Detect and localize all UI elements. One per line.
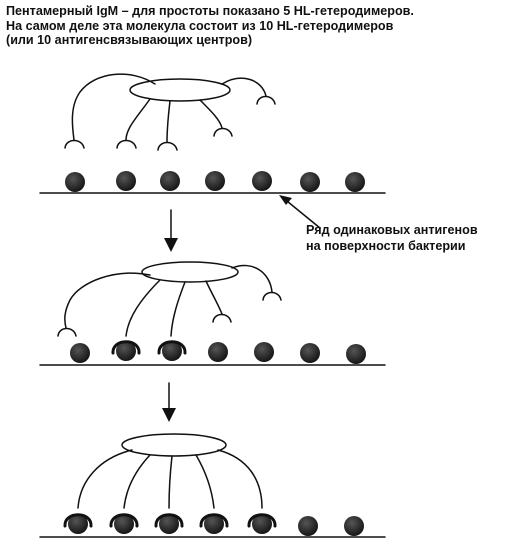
igm-j-ring — [121, 433, 227, 457]
arm-fork — [57, 327, 77, 337]
antigen — [160, 171, 180, 191]
antigen-bound — [114, 514, 134, 534]
antigen-row-2 — [39, 340, 386, 366]
antibody-clasp — [63, 513, 93, 528]
igm-arm — [64, 272, 151, 329]
callout-pointer — [279, 195, 321, 229]
antigen-bound — [159, 514, 179, 534]
caption-line-1: Пентамерный IgM – для простоты показано … — [6, 4, 414, 18]
antigen-row-3 — [39, 513, 386, 538]
arrow-down-icon — [162, 382, 176, 422]
igm-arm — [123, 454, 151, 509]
igm-arm — [231, 264, 273, 293]
diagram-caption: Пентамерный IgM – для простоты показано … — [6, 4, 502, 48]
callout-line-2: на поверхности бактерии — [306, 239, 466, 253]
arm-fork — [212, 313, 232, 323]
callout-line-1: Ряд одинаковых антигенов — [306, 223, 478, 237]
stage-fully-bound — [77, 433, 263, 509]
igm-arm — [199, 99, 223, 129]
antigen — [65, 172, 85, 192]
antigen-bound — [252, 514, 272, 534]
igm-arm — [195, 454, 215, 509]
igm-arm — [125, 279, 161, 337]
antigen-bound — [162, 341, 182, 361]
antigen — [344, 516, 364, 536]
stage-free-igm — [64, 73, 276, 151]
arm-fork — [64, 139, 85, 149]
antigen-bound — [204, 514, 224, 534]
antibody-clasp — [199, 513, 229, 528]
igm-arm — [166, 100, 171, 143]
arm-fork — [262, 291, 282, 301]
igm-arm — [71, 73, 156, 141]
caption-line-3: (или 10 антигенсвязывающих центров) — [6, 33, 253, 47]
antigen — [116, 171, 136, 191]
arrow-down-icon — [164, 209, 178, 252]
igm-arm — [217, 449, 263, 509]
caption-line-2: На самом деле эта молекула состоит из 10… — [6, 18, 394, 33]
igm-j-ring — [129, 78, 231, 102]
igm-arm — [221, 77, 267, 97]
antibody-clasp — [157, 340, 187, 355]
antigen — [70, 343, 90, 363]
antigen — [346, 344, 366, 364]
arm-fork — [157, 141, 178, 151]
antigen-row-1 — [39, 171, 386, 194]
antigen — [345, 172, 365, 192]
antigen — [252, 171, 272, 191]
antigen — [300, 343, 320, 363]
antigen-bound — [68, 514, 88, 534]
antigen — [205, 171, 225, 191]
arm-fork — [116, 139, 137, 149]
igm-arm — [205, 280, 223, 315]
antigen — [254, 342, 274, 362]
stage-partially-bound — [57, 261, 282, 337]
antibody-clasp — [111, 340, 141, 355]
arm-fork — [256, 95, 276, 105]
antibody-clasp — [109, 513, 139, 528]
antigen-row-callout: Ряд одинаковых антигенов на поверхности … — [306, 222, 478, 254]
antigen — [300, 172, 320, 192]
igm-j-ring — [141, 261, 239, 283]
igm-arm — [170, 281, 186, 337]
antibody-clasp — [154, 513, 184, 528]
antigen — [208, 342, 228, 362]
arm-fork — [213, 127, 233, 137]
igm-arm — [77, 449, 133, 509]
antigen — [298, 516, 318, 536]
antigen-bound — [116, 341, 136, 361]
antibody-clasp — [247, 513, 277, 528]
igm-arm — [125, 98, 151, 141]
igm-arm — [168, 455, 173, 509]
